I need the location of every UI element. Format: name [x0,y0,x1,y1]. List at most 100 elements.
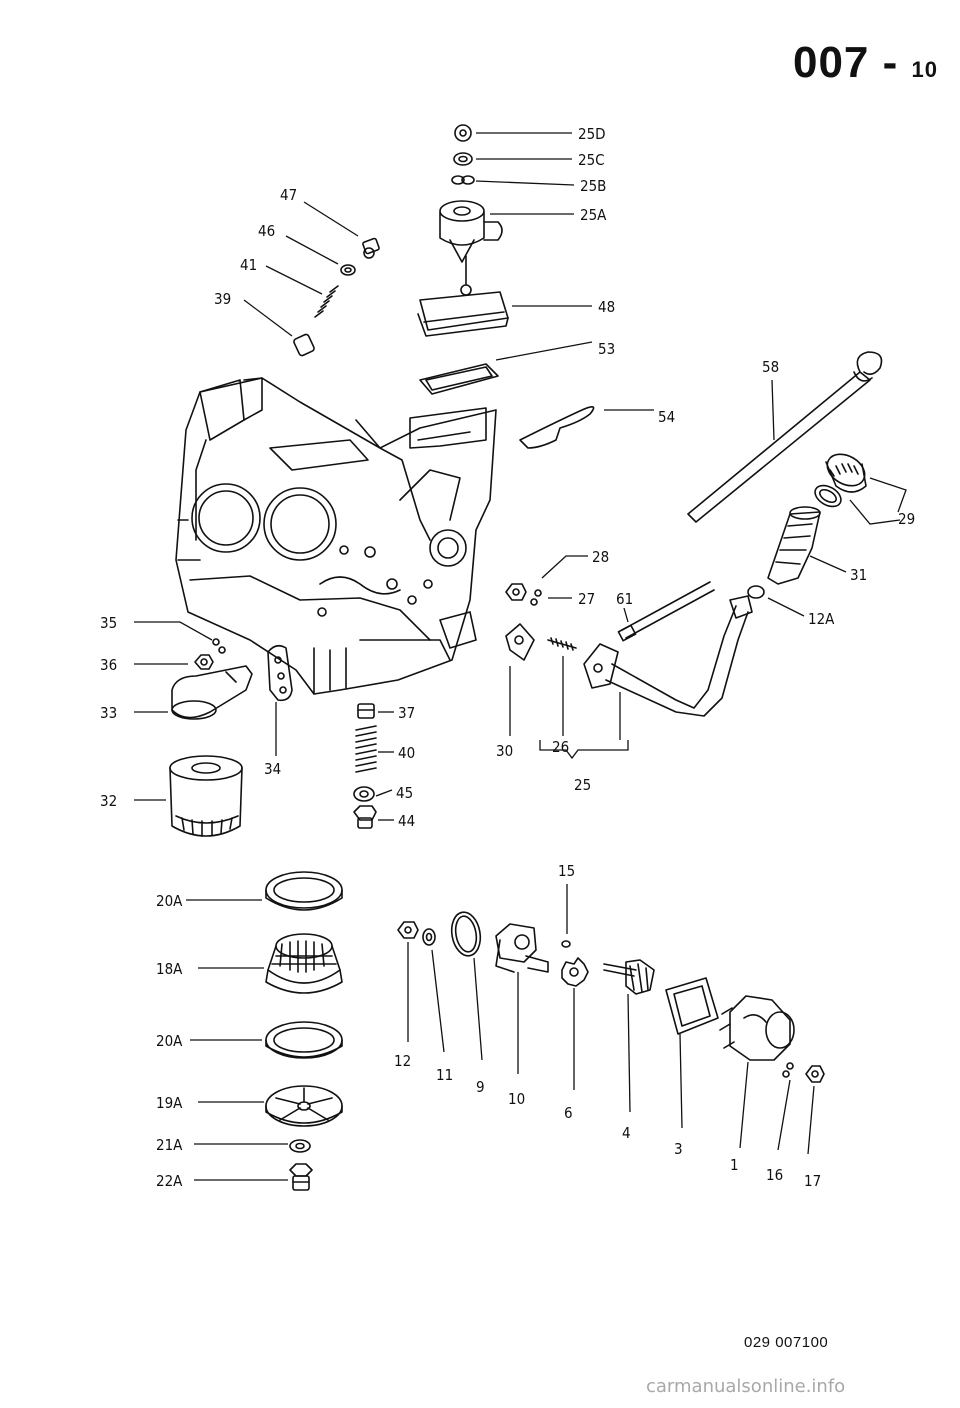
callout-9: 9 [476,1078,485,1096]
gear-6 [561,957,589,987]
callout-10: 10 [508,1090,525,1108]
hose-61 [617,581,715,642]
spring-40 [355,725,377,773]
callout-32: 32 [100,792,117,810]
callout-46: 46 [258,222,275,240]
callout-20a-upper: 20A [156,892,183,910]
cover-plate-19a [265,1085,343,1127]
plug-47 [362,237,380,259]
cap-nut-25d [454,124,472,142]
callout-15: 15 [558,862,575,880]
screen-18a [265,933,343,994]
callout-26: 26 [552,738,569,756]
callout-45: 45 [396,784,413,802]
callout-53: 53 [598,340,615,358]
gasket-53 [419,363,499,395]
leader-lines [134,132,907,1181]
plug-37 [357,703,375,719]
crankcase-half [175,377,497,695]
callout-61: 61 [616,590,633,608]
page-code-sub: 10 [911,57,938,82]
callout-3: 3 [674,1140,683,1158]
page-code: 007 - 10 [792,38,938,87]
gasket-34 [267,644,293,702]
stud-26 [547,637,577,651]
callout-41: 41 [240,256,257,274]
pin-15 [561,940,571,948]
breather-box-48 [417,255,509,337]
callout-29: 29 [898,510,915,528]
oil-filter-32 [169,755,243,837]
callout-19a: 19A [156,1094,183,1112]
seal-ring-29 [814,484,842,508]
callout-25a: 25A [580,206,607,224]
catalog-number: 029 007100 [744,1334,829,1351]
nut-12 [397,921,419,939]
drive-gear-4 [603,959,655,995]
callout-54: 54 [658,408,675,426]
clip-54 [519,406,595,449]
seal-ring-25b [451,175,475,185]
gasket-20a-lower [265,1021,343,1059]
plug-22a [289,1163,313,1191]
washer-45 [353,786,375,802]
callout-16: 16 [766,1166,783,1184]
cap-29 [825,453,867,493]
pump-cover-10 [495,923,549,973]
callout-4: 4 [622,1124,631,1142]
o-ring-12a [747,585,765,599]
callout-17: 17 [804,1172,821,1190]
oil-pipe-25 [583,595,753,717]
spring-41 [314,285,339,318]
filler-tube-31 [767,506,821,585]
washer-11 [422,928,436,946]
washer-46 [340,264,356,276]
piston-39 [293,333,315,357]
callout-37: 37 [398,704,415,722]
flange-nut-36 [194,654,214,670]
callout-20a-lower: 20A [156,1032,183,1050]
spring-washer-27 [530,589,542,606]
washer-25c [453,152,473,166]
callout-18a: 18A [156,960,183,978]
callout-36: 36 [100,656,117,674]
callout-39: 39 [214,290,231,308]
callout-58: 58 [762,358,779,376]
callout-31: 31 [850,566,867,584]
flange-33 [171,665,253,720]
callout-1: 1 [730,1156,739,1174]
gasket-30 [505,623,535,661]
callout-27: 27 [578,590,595,608]
nut-17 [805,1065,825,1083]
gasket-20a-upper [265,871,343,911]
callout-11: 11 [436,1066,453,1084]
callout-35: 35 [100,614,117,632]
callout-25b: 25B [580,177,606,195]
spring-washer-35 [212,638,226,654]
spring-washer-16 [782,1062,794,1078]
nut-28 [505,583,527,601]
plug-44 [353,805,377,829]
callout-22a: 22A [156,1172,183,1190]
gasket-9 [450,911,482,957]
callout-40: 40 [398,744,415,762]
filler-neck-25a [439,200,503,263]
watermark: carmanualsonline.info [646,1376,846,1397]
callout-44: 44 [398,812,415,830]
pump-housing-1 [719,995,795,1061]
washer-21a [289,1139,311,1153]
callout-33: 33 [100,704,117,722]
callout-6: 6 [564,1104,573,1122]
callout-21a: 21A [156,1136,183,1154]
callout-12a: 12A [808,610,835,628]
callout-48: 48 [598,298,615,316]
callout-28: 28 [592,548,609,566]
callout-30: 30 [496,742,513,760]
callout-34: 34 [264,760,281,778]
dipstick-58 [687,351,883,523]
callout-25c: 25C [578,151,605,169]
callout-25d: 25D [578,125,606,143]
page-code-main: 007 [792,38,870,87]
